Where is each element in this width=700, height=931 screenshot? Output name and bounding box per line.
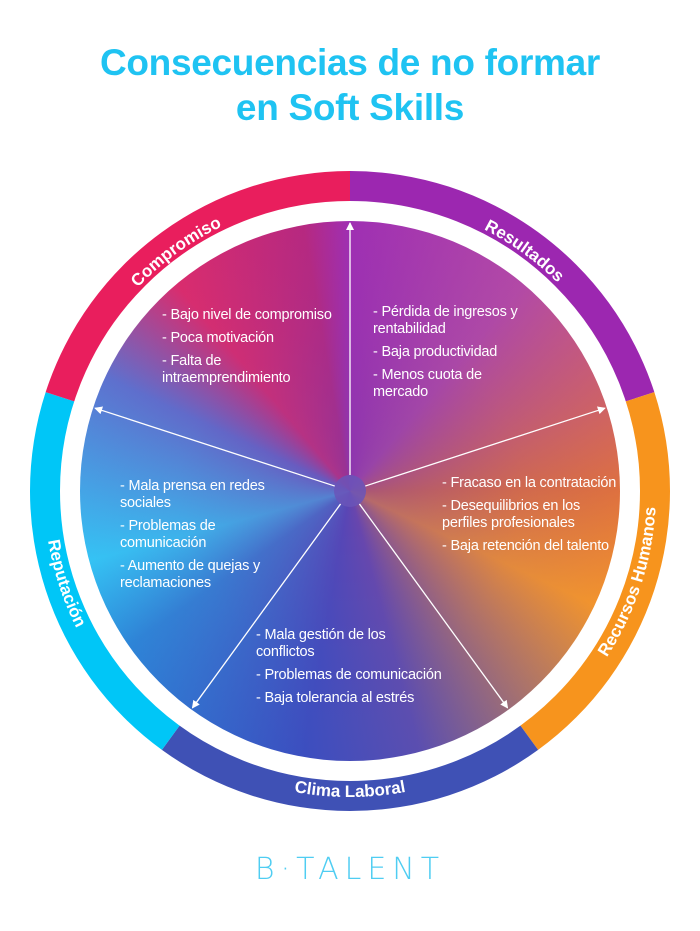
list-item: - Fracaso en la contratación (442, 475, 617, 491)
arrow-line (365, 406, 606, 487)
ring-segment-compromiso (45, 170, 350, 405)
list-item: - Baja retención del talento (442, 538, 609, 554)
ring-segment-clima-laboral (161, 718, 539, 811)
arrow-line (94, 406, 335, 487)
page-title: Consecuencias de no formar en Soft Skill… (0, 40, 700, 130)
list-item: - Aumento de quejas y reclamaciones (120, 558, 261, 591)
btalent-logo: B·TALENT (254, 852, 446, 887)
list-item: - Bajo nivel de compromiso (162, 307, 332, 323)
reputacion-items: - Mala prensa en redes sociales - Proble… (120, 478, 285, 598)
list-item: - Problemas de comunicación (256, 667, 442, 683)
list-item: - Desequilibrios en los perfiles profesi… (442, 498, 581, 531)
arrow-line (358, 503, 509, 709)
list-item: - Poca motivación (162, 330, 274, 346)
ring-segment-resultados (350, 171, 655, 405)
list-item: - Pérdida de ingresos y rentabilidad (373, 304, 518, 337)
segment-label: Clima Laboral (293, 777, 406, 801)
compromiso-items: - Bajo nivel de compromiso - Poca motiva… (162, 307, 332, 393)
list-item: - Mala prensa en redes sociales (120, 478, 265, 511)
arrow-line (191, 503, 342, 709)
list-item: - Falta de intraemprendimiento (162, 353, 291, 386)
center-hub (334, 475, 366, 507)
title-line-2: en Soft Skills (235, 87, 465, 128)
list-item: - Baja tolerancia al estrés (256, 690, 415, 706)
recursos-humanos-items: - Fracaso en la contratación - Desequili… (442, 475, 617, 561)
list-item: - Menos cuota de mercado (373, 367, 482, 400)
resultados-items: - Pérdida de ingresos y rentabilidad - B… (373, 304, 538, 407)
clima-laboral-items: - Mala gestión de los conflictos - Probl… (256, 627, 486, 713)
title-line-1: Consecuencias de no formar (99, 42, 601, 83)
list-item: - Baja productividad (373, 344, 498, 360)
list-item: - Problemas de comunicación (120, 518, 216, 551)
list-item: - Mala gestión de los conflictos (256, 627, 386, 660)
